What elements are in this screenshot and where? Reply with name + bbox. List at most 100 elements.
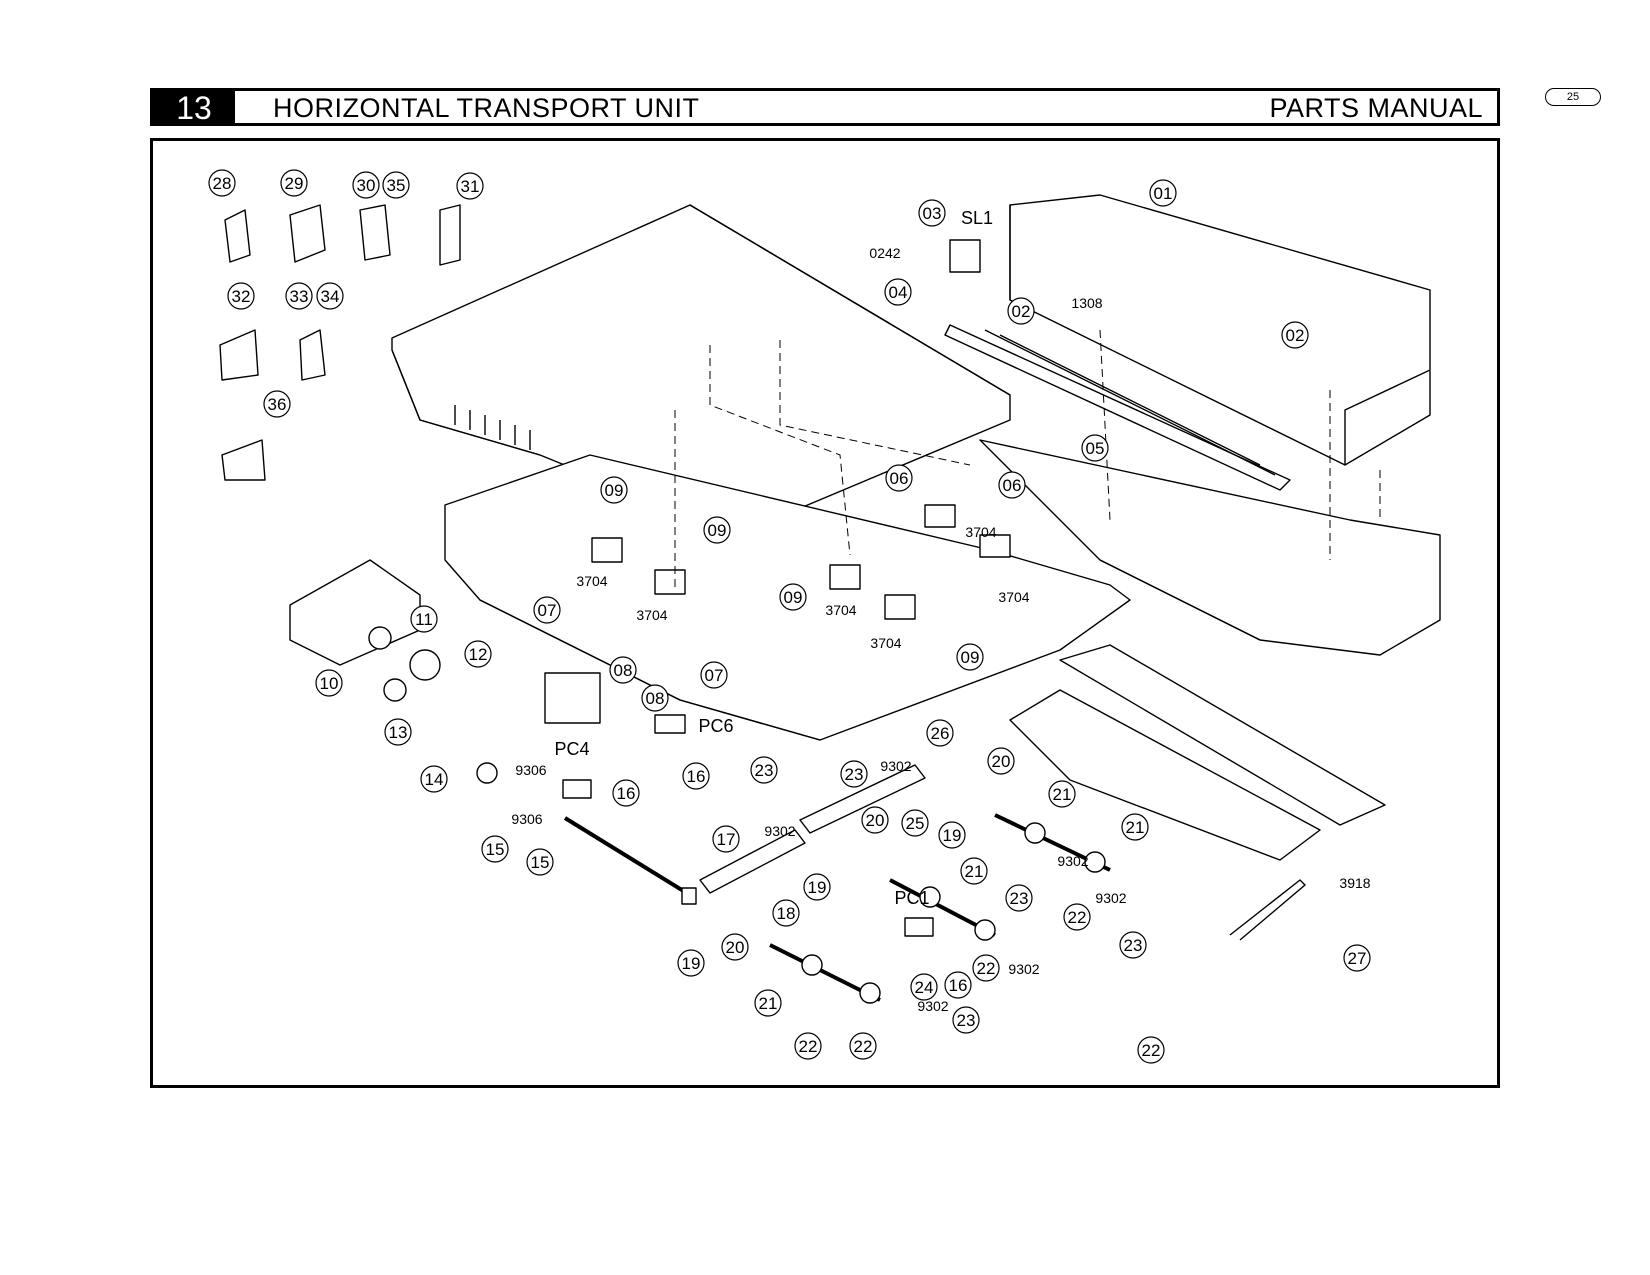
svg-text:18: 18 (777, 904, 796, 923)
svg-text:02: 02 (1012, 302, 1031, 321)
svg-text:34: 34 (321, 287, 340, 306)
part-callout: 34 (316, 282, 344, 310)
svg-text:33: 33 (290, 287, 309, 306)
part-callout: 24 (910, 973, 938, 1001)
part-label: 9302 (917, 998, 948, 1014)
part-callout: 20 (861, 806, 889, 834)
part-callout: 11 (410, 605, 438, 633)
svg-text:09: 09 (605, 481, 624, 500)
part-callout: 19 (938, 821, 966, 849)
svg-text:20: 20 (992, 752, 1011, 771)
part-callout: 16 (682, 762, 710, 790)
part-callout: 28 (208, 169, 236, 197)
part-callout: 01 (1149, 179, 1177, 207)
svg-text:21: 21 (759, 994, 778, 1013)
part-callout: 23 (750, 756, 778, 784)
part-callout: 12 (464, 640, 492, 668)
svg-text:07: 07 (705, 666, 724, 685)
svg-text:21: 21 (1053, 785, 1072, 804)
page-number-badge: 25 (1545, 88, 1601, 106)
diagram-frame (150, 138, 1500, 1088)
part-callout: 31 (456, 172, 484, 200)
svg-text:28: 28 (213, 174, 232, 193)
svg-text:36: 36 (268, 395, 287, 414)
svg-text:12: 12 (469, 645, 488, 664)
part-callout: 09 (779, 583, 807, 611)
chapter-number: 13 (153, 91, 235, 125)
part-callout: 10 (315, 669, 343, 697)
part-callout: 35 (382, 171, 410, 199)
part-callout: 04 (884, 278, 912, 306)
svg-text:27: 27 (1348, 949, 1367, 968)
svg-text:24: 24 (915, 978, 934, 997)
part-callout: 09 (956, 643, 984, 671)
svg-text:06: 06 (890, 469, 909, 488)
part-callout: 22 (1137, 1036, 1165, 1064)
svg-text:16: 16 (949, 976, 968, 995)
svg-text:30: 30 (357, 176, 376, 195)
part-callout: 33 (285, 282, 313, 310)
part-callout: 21 (1121, 813, 1149, 841)
part-label: 3704 (636, 607, 667, 623)
svg-text:10: 10 (320, 674, 339, 693)
svg-text:16: 16 (617, 784, 636, 803)
svg-text:17: 17 (717, 830, 736, 849)
svg-text:23: 23 (1124, 936, 1143, 955)
svg-text:05: 05 (1086, 439, 1105, 458)
svg-text:22: 22 (799, 1037, 818, 1056)
part-callout: 21 (754, 989, 782, 1017)
part-label: 3918 (1339, 875, 1370, 891)
svg-text:16: 16 (687, 767, 706, 786)
section-header: 13 HORIZONTAL TRANSPORT UNIT PARTS MANUA… (150, 88, 1500, 126)
part-callout: 09 (703, 516, 731, 544)
part-callout: 13 (384, 718, 412, 746)
part-callout: 29 (280, 169, 308, 197)
svg-text:23: 23 (957, 1011, 976, 1030)
part-callout: 19 (803, 873, 831, 901)
part-label: 3704 (998, 589, 1029, 605)
part-callout: 36 (263, 390, 291, 418)
part-callout: 14 (420, 765, 448, 793)
svg-text:01: 01 (1154, 184, 1173, 203)
part-label: PC6 (698, 716, 733, 736)
part-callout: 26 (926, 719, 954, 747)
part-callout: 16 (944, 971, 972, 999)
part-callout: 02 (1281, 321, 1309, 349)
svg-text:08: 08 (614, 661, 633, 680)
svg-text:19: 19 (808, 878, 827, 897)
svg-text:23: 23 (755, 761, 774, 780)
part-label: 9302 (1008, 961, 1039, 977)
part-callout: 05 (1081, 434, 1109, 462)
part-callout: 20 (987, 747, 1015, 775)
part-callout: 08 (641, 684, 669, 712)
part-callout: 07 (700, 661, 728, 689)
part-label: PC1 (894, 888, 929, 908)
part-callout: 16 (612, 779, 640, 807)
svg-text:15: 15 (531, 853, 550, 872)
svg-text:06: 06 (1003, 476, 1022, 495)
part-callout: 18 (772, 899, 800, 927)
part-label: 0242 (869, 245, 900, 261)
svg-text:09: 09 (708, 521, 727, 540)
part-label: 3704 (870, 635, 901, 651)
svg-text:22: 22 (1068, 908, 1087, 927)
svg-text:20: 20 (866, 811, 885, 830)
svg-text:23: 23 (1010, 889, 1029, 908)
part-callout: 09 (600, 476, 628, 504)
svg-text:21: 21 (1126, 818, 1145, 837)
svg-text:25: 25 (906, 814, 925, 833)
svg-text:08: 08 (646, 689, 665, 708)
svg-text:32: 32 (232, 287, 251, 306)
part-label: 9302 (1095, 890, 1126, 906)
svg-text:11: 11 (415, 610, 433, 629)
svg-text:21: 21 (965, 862, 984, 881)
svg-text:09: 09 (961, 648, 980, 667)
part-callout: 15 (526, 848, 554, 876)
svg-text:20: 20 (726, 938, 745, 957)
part-callout: 06 (998, 471, 1026, 499)
part-callout: 27 (1343, 944, 1371, 972)
svg-text:35: 35 (387, 176, 406, 195)
part-label: 3704 (965, 524, 996, 540)
part-label: 9302 (880, 758, 911, 774)
